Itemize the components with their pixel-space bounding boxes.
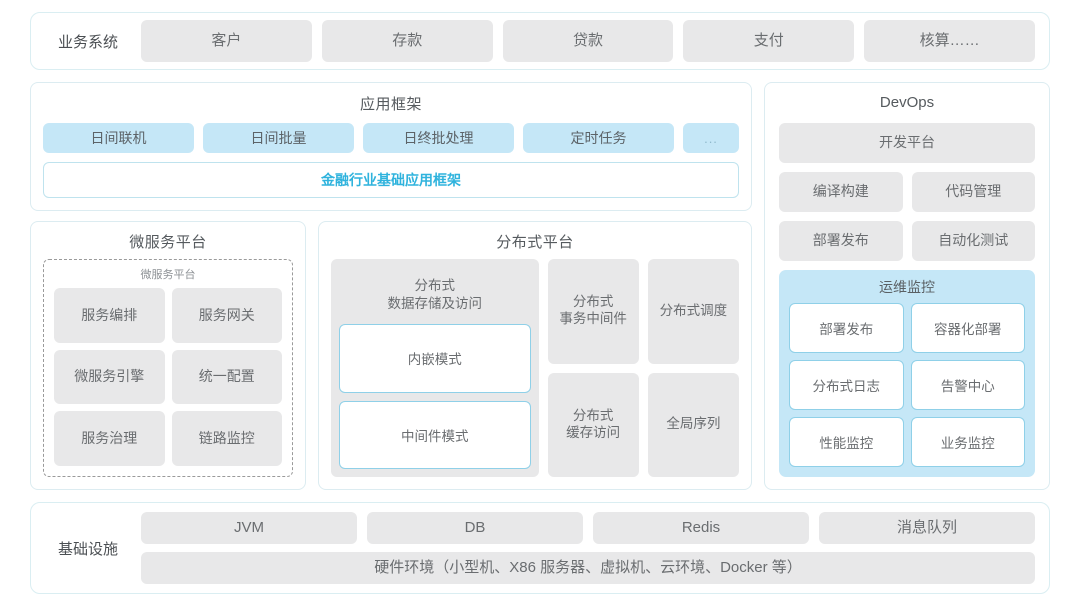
devops-item-deploy-release[interactable]: 部署发布 <box>779 221 903 261</box>
platform-left-column: 应用框架 日间联机 日间批量 日终批处理 定时任务 ... 金融行业基础应用框架… <box>30 82 752 490</box>
ops-item-alert-center[interactable]: 告警中心 <box>910 360 1025 410</box>
microservice-items-grid: 服务编排 服务网关 微服务引擎 统一配置 服务治理 链路监控 <box>54 288 282 466</box>
distributed-data-storage-card[interactable]: 分布式 数据存储及访问 内嵌模式 中间件模式 <box>331 259 539 477</box>
appfw-tag-more[interactable]: ... <box>683 123 739 153</box>
platform-lower-row: 微服务平台 微服务平台 服务编排 服务网关 微服务引擎 统一配置 服务治理 链路… <box>30 221 752 490</box>
business-item-deposit[interactable]: 存款 <box>321 20 493 62</box>
distributed-items-grid: 分布式事务中间件 分布式调度 分布式缓存访问 全局序列 <box>547 259 739 477</box>
microservice-item-gateway[interactable]: 服务网关 <box>171 288 282 343</box>
infrastructure-section: 基础设施 JVM DB Redis 消息队列 硬件环境（小型机、X86 服务器、… <box>30 502 1050 594</box>
infrastructure-content: JVM DB Redis 消息队列 硬件环境（小型机、X86 服务器、虚拟机、云… <box>141 512 1035 584</box>
microservice-inner-group: 微服务平台 服务编排 服务网关 微服务引擎 统一配置 服务治理 链路监控 <box>43 259 293 477</box>
devops-item-compile-build[interactable]: 编译构建 <box>779 172 903 212</box>
business-systems-label: 业务系统 <box>57 33 118 51</box>
appfw-tag-eod-batch[interactable]: 日终批处理 <box>363 123 514 153</box>
application-framework-tags: 日间联机 日间批量 日终批处理 定时任务 ... <box>43 123 739 153</box>
microservice-item-unified-config[interactable]: 统一配置 <box>171 349 282 405</box>
ops-item-containerized-deploy[interactable]: 容器化部署 <box>910 303 1025 353</box>
ops-monitoring-grid: 部署发布 容器化部署 分布式日志 告警中心 性能监控 业务监控 <box>789 303 1025 467</box>
microservice-inner-title: 微服务平台 <box>140 269 196 281</box>
business-item-accounting[interactable]: 核算…… <box>864 20 1035 62</box>
financial-base-framework-bar[interactable]: 金融行业基础应用框架 <box>43 162 739 198</box>
distributed-item-cache-access-text: 分布式缓存访问 <box>566 407 621 440</box>
infrastructure-hardware-row: 硬件环境（小型机、X86 服务器、虚拟机、云环境、Docker 等） <box>141 552 1035 584</box>
microservice-item-trace-monitor[interactable]: 链路监控 <box>171 411 282 466</box>
microservice-item-orchestration[interactable]: 服务编排 <box>54 288 165 343</box>
devops-item-code-management[interactable]: 代码管理 <box>911 172 1035 212</box>
ops-monitoring-title: 运维监控 <box>879 279 935 295</box>
business-systems-section: 业务系统 客户 存款 贷款 支付 核算…… <box>30 12 1050 70</box>
distributed-platform-body: 分布式 数据存储及访问 内嵌模式 中间件模式 分布式事务中间件 <box>331 259 739 477</box>
infrastructure-label: 基础设施 <box>57 540 118 558</box>
appfw-tag-scheduled-task[interactable]: 定时任务 <box>523 123 674 153</box>
infrastructure-item-redis[interactable]: Redis <box>593 512 809 544</box>
ops-item-performance-monitor[interactable]: 性能监控 <box>789 417 904 467</box>
devops-panel: DevOps 开发平台 编译构建 代码管理 部署发布 自动化测试 运维监控 部署… <box>764 82 1050 490</box>
devops-item-dev-platform[interactable]: 开发平台 <box>779 123 1035 163</box>
distributed-mode-middleware[interactable]: 中间件模式 <box>339 400 531 469</box>
infrastructure-item-db[interactable]: DB <box>367 512 583 544</box>
microservice-item-governance[interactable]: 服务治理 <box>54 411 165 466</box>
microservice-item-engine[interactable]: 微服务引擎 <box>54 349 165 405</box>
distributed-data-storage-title: 分布式 数据存储及访问 <box>339 267 531 316</box>
distributed-item-scheduling[interactable]: 分布式调度 <box>647 259 739 364</box>
distributed-platform-title: 分布式平台 <box>496 234 574 251</box>
ops-item-business-monitor[interactable]: 业务监控 <box>910 417 1025 467</box>
ops-item-distributed-log[interactable]: 分布式日志 <box>789 360 904 410</box>
devops-item-automated-test[interactable]: 自动化测试 <box>911 221 1035 261</box>
appfw-tag-daytime-online[interactable]: 日间联机 <box>43 123 194 153</box>
microservice-platform-panel: 微服务平台 微服务平台 服务编排 服务网关 微服务引擎 统一配置 服务治理 链路… <box>30 221 306 490</box>
infrastructure-item-hardware-environment[interactable]: 硬件环境（小型机、X86 服务器、虚拟机、云环境、Docker 等） <box>141 552 1035 584</box>
distributed-platform-panel: 分布式平台 分布式 数据存储及访问 内嵌模式 中间件模式 <box>318 221 752 490</box>
devops-row-deploy: 部署发布 自动化测试 <box>779 221 1035 261</box>
devops-title: DevOps <box>879 94 935 111</box>
ops-item-deploy-release[interactable]: 部署发布 <box>789 303 904 353</box>
business-item-payment[interactable]: 支付 <box>683 20 855 62</box>
microservice-platform-title: 微服务平台 <box>129 234 207 251</box>
distributed-data-storage-title-line2: 数据存储及访问 <box>387 295 483 311</box>
platform-section: 应用框架 日间联机 日间批量 日终批处理 定时任务 ... 金融行业基础应用框架… <box>30 82 1050 490</box>
distributed-mode-embedded[interactable]: 内嵌模式 <box>339 324 531 393</box>
business-item-customer[interactable]: 客户 <box>141 20 312 62</box>
appfw-tag-daytime-batch[interactable]: 日间批量 <box>203 123 354 153</box>
business-item-loan[interactable]: 贷款 <box>502 20 674 62</box>
ops-monitoring-group: 运维监控 部署发布 容器化部署 分布式日志 告警中心 性能监控 业务监控 <box>779 270 1035 477</box>
infrastructure-item-jvm[interactable]: JVM <box>141 512 357 544</box>
distributed-item-transaction-middleware-text: 分布式事务中间件 <box>559 294 627 327</box>
infrastructure-item-message-queue[interactable]: 消息队列 <box>819 512 1035 544</box>
distributed-item-global-sequence[interactable]: 全局序列 <box>647 372 739 477</box>
distributed-data-storage-title-line1: 分布式 <box>414 278 456 293</box>
distributed-item-transaction-middleware[interactable]: 分布式事务中间件 <box>547 259 639 364</box>
distributed-item-cache-access[interactable]: 分布式缓存访问 <box>547 372 639 477</box>
application-framework-title: 应用框架 <box>359 96 422 113</box>
infrastructure-items-row: JVM DB Redis 消息队列 <box>141 512 1035 544</box>
application-framework-panel: 应用框架 日间联机 日间批量 日终批处理 定时任务 ... 金融行业基础应用框架 <box>30 82 752 211</box>
devops-row-build: 编译构建 代码管理 <box>779 172 1035 212</box>
